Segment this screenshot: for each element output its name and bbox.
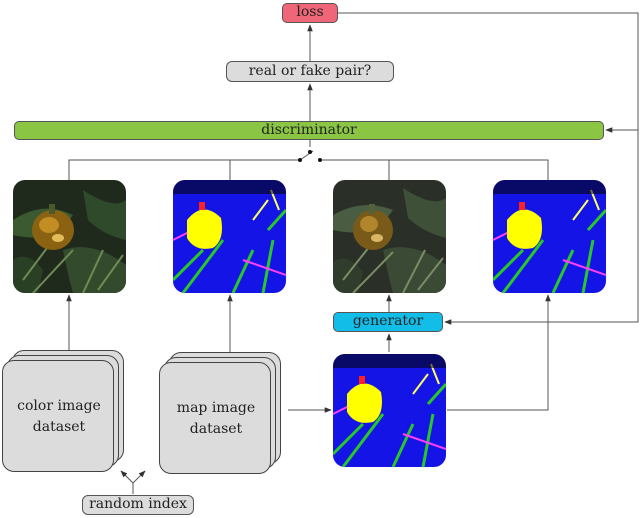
generator-box: generator [333, 312, 443, 332]
color-image-dataset: color image dataset [2, 350, 126, 474]
map-image-dataset: map image dataset [159, 352, 283, 476]
color-dataset-label: color image dataset [17, 398, 101, 435]
real-color-photo [13, 180, 126, 293]
generated-segmentation-map [493, 180, 606, 293]
real-segmentation-map [173, 180, 286, 293]
input-segmentation-map [333, 354, 446, 467]
random-index-box: random index [82, 495, 194, 515]
generated-color-photo [333, 180, 446, 293]
discriminator-bar: discriminator [14, 121, 604, 140]
map-dataset-label: map image dataset [176, 400, 256, 437]
real-or-fake-box: real or fake pair? [226, 61, 394, 82]
loss-box: loss [282, 3, 338, 23]
